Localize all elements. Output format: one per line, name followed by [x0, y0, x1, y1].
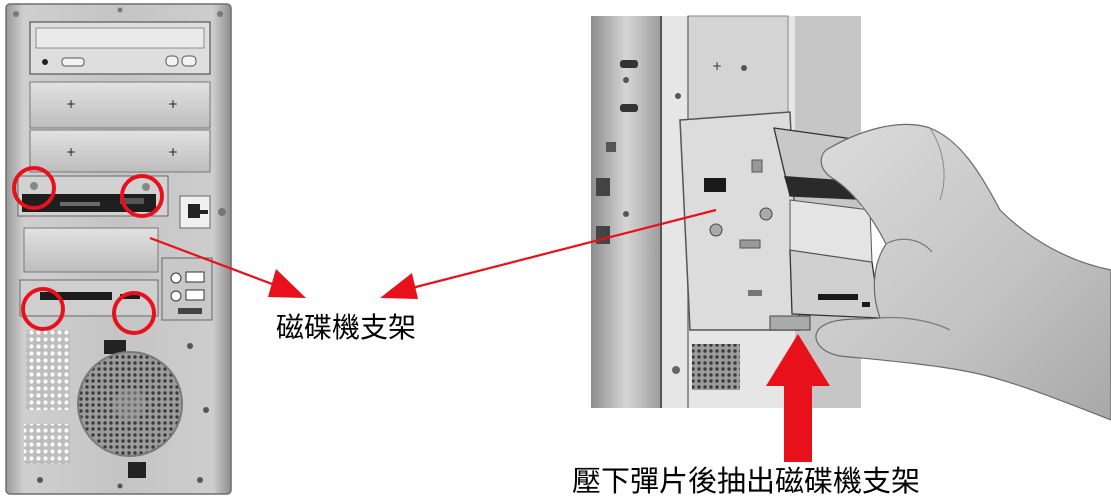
svg-text:+: +	[66, 145, 76, 159]
vent-holes-left	[26, 330, 70, 410]
svg-text:+: +	[168, 97, 178, 111]
floppy-bracket	[17, 175, 169, 217]
optical-drive	[29, 21, 211, 75]
screw-callout-circle	[12, 166, 56, 210]
red-arrow-head-right	[380, 273, 418, 299]
screw-callouts	[12, 166, 164, 335]
press-arrow	[766, 334, 830, 462]
pc-case-photo: + + + +	[5, 3, 232, 495]
screw-callout-circle	[21, 287, 65, 331]
screw-callout-circle	[112, 291, 156, 335]
svg-text:+: +	[168, 145, 178, 159]
card-reader	[19, 279, 159, 317]
svg-text:+: +	[66, 97, 76, 111]
empty-drive-bays: + + + +	[29, 81, 211, 173]
instruction-label: 壓下彈片後抽出磁碟機支架	[572, 464, 921, 498]
bracket-removal-photo: +	[591, 15, 1111, 421]
side-switch	[179, 195, 226, 229]
red-arrow-head-left	[268, 269, 306, 298]
front-io-ports	[161, 257, 213, 321]
screw-callout-circle	[120, 174, 164, 218]
pointer-arrows	[149, 208, 717, 299]
bracket-label: 磁碟機支架	[276, 311, 417, 344]
svg-text:+: +	[712, 59, 722, 73]
hand	[815, 123, 1111, 421]
